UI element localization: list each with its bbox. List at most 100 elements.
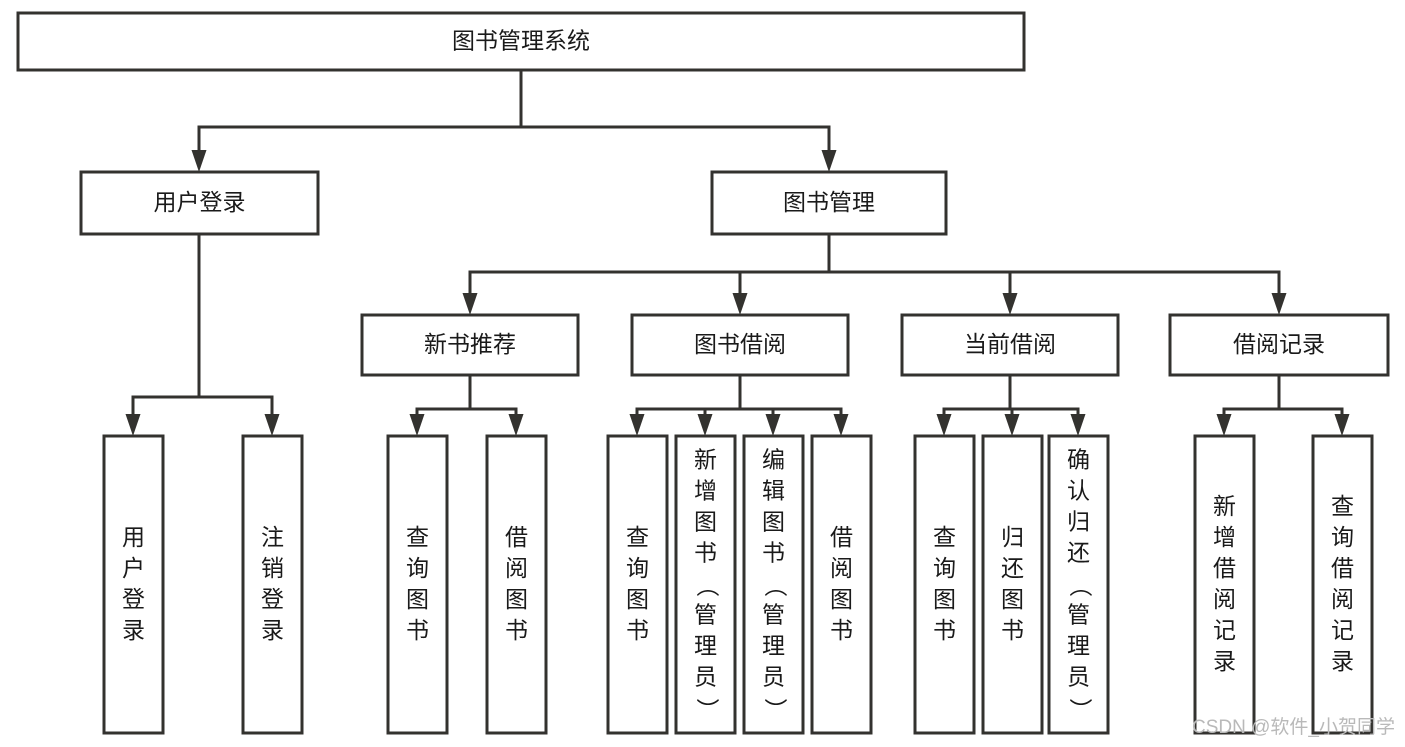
node-label-leaf-add-book-admin-char-6: 理 xyxy=(694,633,717,659)
node-label-leaf-query-books-current-char-0: 查 xyxy=(933,524,956,550)
node-label-leaf-borrow-books-borrow-char-3: 书 xyxy=(830,617,853,643)
node-label-leaf-edit-book-admin-char-2: 图 xyxy=(762,509,785,535)
node-label-leaf-borrow-books-recommend-char-0: 借 xyxy=(505,524,528,550)
node-box-leaf-query-books-recommend[interactable] xyxy=(386,434,449,735)
node-borrow-record[interactable]: 借阅记录 xyxy=(1168,313,1390,377)
connector-c-br-split xyxy=(1216,373,1350,436)
connector-c-bb-split xyxy=(629,373,849,436)
node-leaf-user-login[interactable]: 用户登录 xyxy=(102,434,165,735)
node-label-leaf-confirm-return-admin-char-4: （ xyxy=(1067,574,1093,597)
node-box-new-book-recommend[interactable] xyxy=(360,313,580,377)
node-label-leaf-query-books-recommend-char-3: 书 xyxy=(406,617,429,643)
node-label-leaf-query-books-borrow-char-1: 询 xyxy=(626,555,649,581)
node-box-leaf-add-book-admin[interactable] xyxy=(674,434,737,735)
node-label-leaf-confirm-return-admin-char-3: 还 xyxy=(1067,540,1090,566)
node-book-borrow[interactable]: 图书借阅 xyxy=(630,313,850,377)
node-label-leaf-add-borrow-record-char-0: 新 xyxy=(1213,493,1236,519)
node-label-leaf-add-book-admin-char-8: ） xyxy=(694,698,720,721)
csdn-watermark: CSDN @软件_小贺同学 xyxy=(1192,716,1395,738)
node-box-leaf-query-books-borrow[interactable] xyxy=(606,434,669,735)
node-label-leaf-add-book-admin-char-4: （ xyxy=(694,574,720,597)
node-box-leaf-confirm-return-admin[interactable] xyxy=(1047,434,1110,735)
node-box-leaf-edit-book-admin[interactable] xyxy=(742,434,805,735)
node-current-borrow[interactable]: 当前借阅 xyxy=(900,313,1120,377)
node-label-leaf-return-books-char-1: 还 xyxy=(1001,555,1024,581)
node-box-leaf-add-borrow-record[interactable] xyxy=(1193,434,1256,735)
node-box-leaf-query-borrow-record[interactable] xyxy=(1311,434,1374,735)
node-label-leaf-add-borrow-record-char-4: 记 xyxy=(1213,617,1236,643)
node-label-book-borrow: 图书借阅 xyxy=(694,331,786,357)
node-label-leaf-borrow-books-borrow-char-1: 阅 xyxy=(830,555,853,581)
node-new-book-recommend[interactable]: 新书推荐 xyxy=(360,313,580,377)
node-label-leaf-logout-login-char-2: 登 xyxy=(261,586,284,612)
node-box-leaf-borrow-books-borrow[interactable] xyxy=(810,434,873,735)
node-label-leaf-add-borrow-record-char-5: 录 xyxy=(1213,648,1236,674)
node-label-leaf-add-book-admin-char-2: 图 xyxy=(694,509,717,535)
node-label-leaf-edit-book-admin-char-0: 编 xyxy=(762,447,785,473)
node-label-leaf-add-borrow-record-char-2: 借 xyxy=(1213,555,1236,581)
nodes-layer: 图书管理系统用户登录图书管理新书推荐图书借阅当前借阅借阅记录用户登录注销登录查询… xyxy=(16,11,1390,735)
node-label-leaf-query-books-current-char-1: 询 xyxy=(933,555,956,581)
node-label-leaf-edit-book-admin-char-8: ） xyxy=(762,698,788,721)
node-box-current-borrow[interactable] xyxy=(900,313,1120,377)
node-box-root[interactable] xyxy=(16,11,1026,72)
node-box-leaf-return-books[interactable] xyxy=(981,434,1044,735)
node-label-leaf-return-books-char-0: 归 xyxy=(1001,524,1024,550)
node-label-leaf-add-book-admin-char-0: 新 xyxy=(694,447,717,473)
node-label-leaf-confirm-return-admin-char-0: 确 xyxy=(1067,447,1090,473)
node-label-leaf-query-books-recommend-char-1: 询 xyxy=(406,555,429,581)
node-label-leaf-edit-book-admin-char-5: 管 xyxy=(762,602,785,628)
node-box-leaf-logout-login[interactable] xyxy=(241,434,304,735)
node-label-leaf-logout-login-char-3: 录 xyxy=(261,617,284,643)
node-label-root: 图书管理系统 xyxy=(452,28,590,54)
node-box-borrow-record[interactable] xyxy=(1168,313,1390,377)
node-label-leaf-query-books-borrow-char-2: 图 xyxy=(626,586,649,612)
node-label-leaf-query-borrow-record-char-1: 询 xyxy=(1331,524,1354,550)
node-label-leaf-edit-book-admin-char-7: 员 xyxy=(762,664,785,690)
node-label-leaf-confirm-return-admin-char-5: 管 xyxy=(1067,602,1090,628)
node-label-leaf-query-books-recommend-char-0: 查 xyxy=(406,524,429,550)
node-label-leaf-query-books-borrow-char-0: 查 xyxy=(626,524,649,550)
node-label-book-management: 图书管理 xyxy=(783,189,875,215)
node-box-leaf-query-books-current[interactable] xyxy=(913,434,976,735)
node-user-login[interactable]: 用户登录 xyxy=(79,170,320,236)
node-box-book-management[interactable] xyxy=(710,170,948,236)
node-label-leaf-query-borrow-record-char-2: 借 xyxy=(1331,555,1354,581)
node-label-leaf-add-book-admin-char-3: 书 xyxy=(694,540,717,566)
connector-c-bm-split xyxy=(462,232,1287,315)
node-label-leaf-confirm-return-admin-char-8: ） xyxy=(1067,698,1093,721)
node-label-leaf-confirm-return-admin-char-2: 归 xyxy=(1067,509,1090,535)
node-label-borrow-record: 借阅记录 xyxy=(1233,331,1325,357)
node-label-leaf-borrow-books-recommend-char-2: 图 xyxy=(505,586,528,612)
node-label-leaf-user-login-char-3: 录 xyxy=(122,617,145,643)
node-label-leaf-query-books-borrow-char-3: 书 xyxy=(626,617,649,643)
node-label-leaf-query-borrow-record-char-4: 记 xyxy=(1331,617,1354,643)
node-label-leaf-query-books-recommend-char-2: 图 xyxy=(406,586,429,612)
node-box-user-login[interactable] xyxy=(79,170,320,236)
node-box-book-borrow[interactable] xyxy=(630,313,850,377)
node-box-leaf-user-login[interactable] xyxy=(102,434,165,735)
node-label-leaf-borrow-books-recommend-char-1: 阅 xyxy=(505,555,528,581)
node-book-management[interactable]: 图书管理 xyxy=(710,170,948,236)
connector-c-nbr-split xyxy=(409,373,524,436)
node-label-leaf-edit-book-admin-char-6: 理 xyxy=(762,633,785,659)
node-label-leaf-confirm-return-admin-char-1: 认 xyxy=(1067,478,1090,504)
node-label-leaf-query-borrow-record-char-3: 阅 xyxy=(1331,586,1354,612)
node-label-leaf-edit-book-admin-char-1: 辑 xyxy=(762,478,785,504)
node-root[interactable]: 图书管理系统 xyxy=(16,11,1026,72)
node-box-leaf-borrow-books-recommend[interactable] xyxy=(485,434,548,735)
